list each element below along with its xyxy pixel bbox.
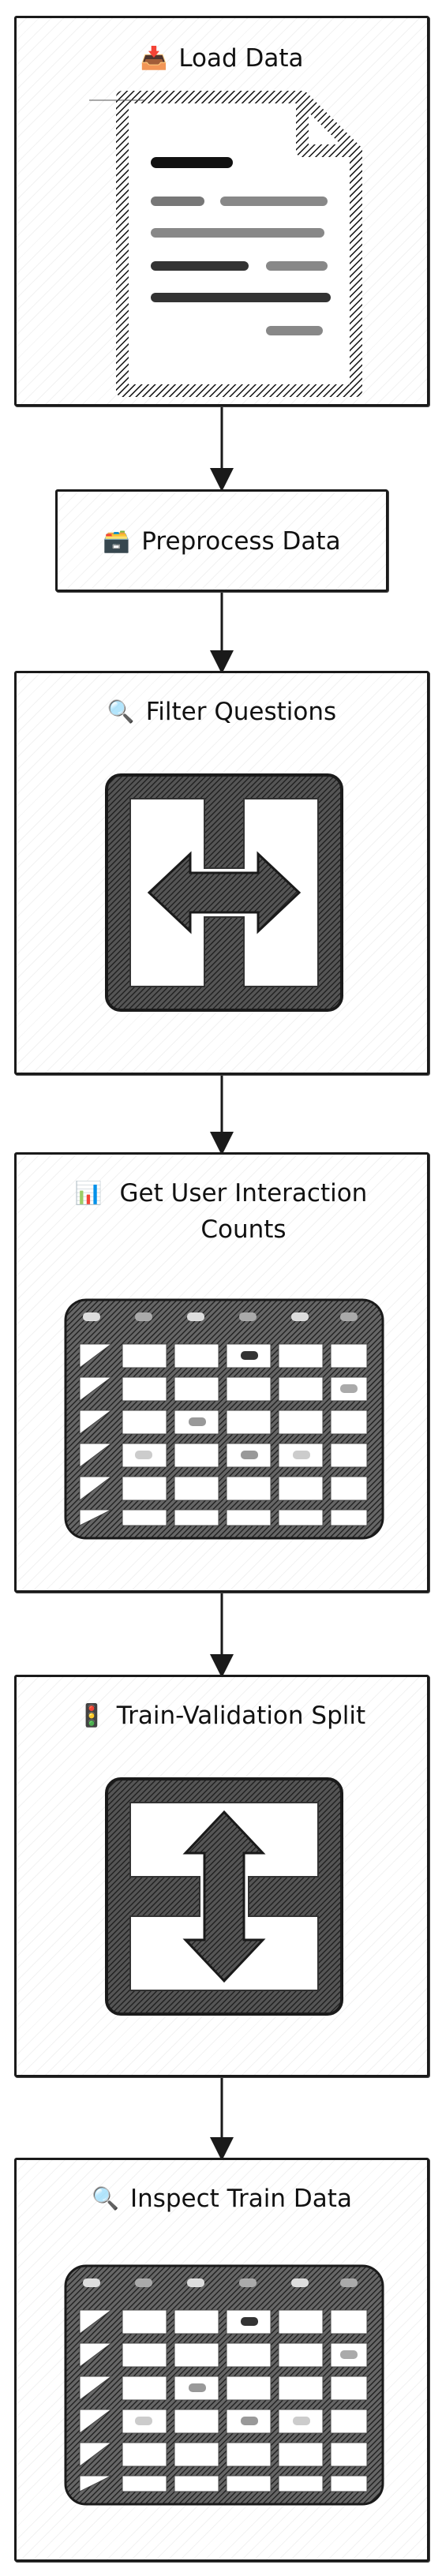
node-preprocess-data[interactable]: 🗃️ Preprocess Data bbox=[55, 489, 388, 592]
node-filter-questions[interactable]: 🔍 Filter Questions bbox=[14, 671, 429, 1075]
node-load-data-title: 📥 Load Data bbox=[17, 40, 427, 77]
node-interaction-counts-title: 📊 Get User Interaction Counts bbox=[64, 1175, 384, 1248]
table-icon bbox=[64, 1298, 384, 1540]
card-file-box-icon: 🗃️ bbox=[103, 528, 131, 554]
document-icon bbox=[89, 91, 362, 397]
magnifier-icon: 🔍 bbox=[107, 698, 135, 724]
node-interaction-counts-label: Get User Interaction Counts bbox=[119, 1179, 368, 1244]
node-interaction-counts[interactable]: 📊 Get User Interaction Counts bbox=[14, 1152, 429, 1593]
vertical-arrows-icon bbox=[105, 1777, 343, 2016]
table-icon bbox=[64, 2264, 384, 2506]
node-load-data-label: Load Data bbox=[178, 44, 304, 73]
node-train-validation-split[interactable]: 🚦 Train-Validation Split bbox=[14, 1675, 429, 2077]
traffic-light-icon: 🚦 bbox=[77, 1702, 106, 1728]
bar-chart-icon: 📊 bbox=[74, 1180, 103, 1206]
node-preprocess-data-label: Preprocess Data bbox=[141, 527, 341, 556]
node-inspect-train-data-label: Inspect Train Data bbox=[129, 2185, 352, 2213]
node-train-validation-split-label: Train-Validation Split bbox=[116, 1702, 366, 1730]
node-inspect-train-data[interactable]: 🔍 Inspect Train Data bbox=[14, 2158, 429, 2562]
node-inspect-train-data-title: 🔍 Inspect Train Data bbox=[17, 2181, 427, 2217]
horizontal-arrows-icon bbox=[105, 773, 343, 1012]
node-preprocess-data-title: 🗃️ Preprocess Data bbox=[58, 523, 386, 560]
node-train-validation-split-title: 🚦 Train-Validation Split bbox=[17, 1698, 427, 1734]
node-load-data[interactable]: 📥 Load Data bbox=[14, 16, 429, 406]
inbox-tray-icon: 📥 bbox=[140, 45, 168, 71]
node-filter-questions-label: Filter Questions bbox=[145, 698, 337, 726]
node-filter-questions-title: 🔍 Filter Questions bbox=[17, 694, 427, 730]
magnifier-icon: 🔍 bbox=[92, 2185, 119, 2211]
